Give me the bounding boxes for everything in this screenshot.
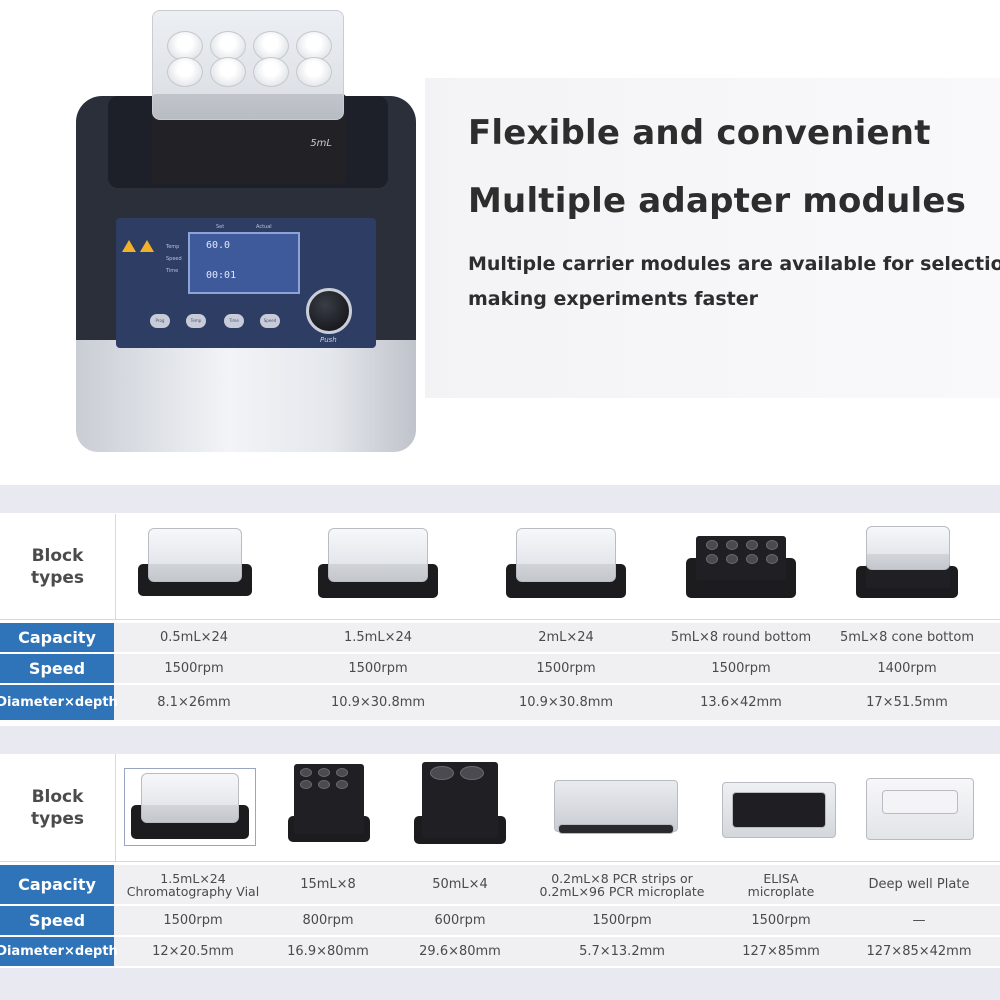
hero-subtitle-line1: Multiple carrier modules are available f… (468, 253, 1000, 275)
dimension-row: Diameter×depth 8.1×26mm 10.9×30.8mm 10.9… (0, 684, 1000, 720)
dimension-label: Diameter×depth (0, 937, 118, 966)
capacity-cell: 5mL×8 cone bottom (840, 629, 974, 645)
block-image-elisa-plate (718, 754, 840, 861)
speed-cell: 1500rpm (536, 660, 596, 676)
capacity-cell: 0.2mL×8 PCR strips or 0.2mL×96 PCR micro… (539, 870, 705, 899)
knob-push-label: Push (320, 336, 337, 344)
hero-title-line1: Flexible and convenient (468, 113, 931, 153)
block-image-5ml-8-round (670, 514, 820, 619)
screen-actual-label: Actual (256, 224, 272, 230)
screen-time-label: Time (166, 268, 179, 274)
knob-icon (306, 288, 352, 334)
capacity-cell: 0.5mL×24 (159, 629, 228, 645)
capacity-cell: 1.5mL×24 (343, 629, 412, 645)
screen-time-value: 00:01 (206, 270, 237, 281)
speed-cell: 1500rpm (592, 912, 652, 928)
block-image-pcr-plate (548, 754, 684, 861)
dimension-label: Diameter×depth (0, 685, 118, 720)
speed-cell: 1500rpm (711, 660, 771, 676)
dimension-cell: 12×20.5mm (152, 943, 234, 959)
capacity-label: Capacity (0, 623, 114, 652)
hero-section: Flexible and convenient Multiple adapter… (0, 0, 1000, 480)
device-screen: 60.0 00:01 (188, 232, 300, 294)
block-types-row: Block types (0, 754, 1000, 862)
device-control-panel: Temp Speed Time Set Actual 60.0 00:01 Pr… (116, 218, 376, 348)
capacity-cell: 50mL×4 (432, 876, 488, 892)
dimension-cell: 10.9×30.8mm (518, 694, 614, 710)
capacity-label: Capacity (0, 865, 114, 904)
block-image-2ml-24 (488, 514, 644, 619)
block-image-1-5ml-24 (300, 514, 456, 619)
speed-label: Speed (0, 654, 114, 683)
block-types-label: Block types (0, 514, 116, 619)
speed-cell: — (912, 912, 926, 928)
block-image-deep-well-plate (862, 754, 978, 861)
dimension-cell: 127×85mm (742, 943, 820, 959)
block-image-0-5ml-24 (116, 514, 272, 619)
speed-cell: 1500rpm (348, 660, 408, 676)
block-image-15ml-8 (284, 754, 374, 861)
capacity-cell: 5mL×8 round bottom (670, 629, 812, 645)
dimension-cell: 8.1×26mm (157, 694, 231, 710)
block-types-row: Block types (0, 514, 1000, 620)
screen-set-label: Set (216, 224, 225, 230)
block-image-chromatography-vial (124, 768, 256, 846)
screen-speed-label: Speed (166, 256, 182, 262)
dimension-cell: 10.9×30.8mm (330, 694, 426, 710)
capacity-cell: 1.5mL×24 Chromatography Vial (126, 870, 260, 899)
dimension-cell: 5.7×13.2mm (579, 943, 665, 959)
device-button-temp: Temp (186, 314, 206, 328)
tube-icon (167, 57, 203, 87)
capacity-cell: Deep well Plate (868, 876, 970, 892)
screen-temp-value: 60.0 (206, 240, 231, 251)
tube-icon (253, 57, 289, 87)
tube-icon (296, 31, 332, 61)
screen-temp-label: Temp (166, 244, 180, 250)
section-divider-band (0, 485, 1000, 513)
device-base (76, 340, 416, 452)
capacity-cell: 2mL×24 (538, 629, 594, 645)
speed-cell: 600rpm (434, 912, 486, 928)
speed-cell: 1500rpm (751, 912, 811, 928)
thermo-shaker-device-image: 5mL Temp Speed Time Set Actual 60.0 00:0… (72, 10, 422, 460)
speed-row: Speed 1500rpm 800rpm 600rpm 1500rpm 1500… (0, 905, 1000, 935)
device-block-label: 5mL (310, 138, 332, 149)
device-button-time: Time (224, 314, 244, 328)
dimension-cell: 127×85×42mm (866, 943, 972, 959)
speed-cell: 800rpm (302, 912, 354, 928)
hero-text-panel (425, 78, 1000, 398)
speed-label: Speed (0, 906, 114, 935)
warning-icon (122, 240, 136, 252)
warning-icon (140, 240, 154, 252)
speed-cell: 1400rpm (877, 660, 937, 676)
capacity-cell: 15mL×8 (300, 876, 356, 892)
section-divider-band (0, 726, 1000, 754)
device-lid (152, 10, 344, 120)
speed-row: Speed 1500rpm 1500rpm 1500rpm 1500rpm 14… (0, 653, 1000, 683)
dimension-cell: 29.6×80mm (419, 943, 501, 959)
hero-title-line2: Multiple adapter modules (468, 181, 967, 221)
capacity-cell: ELISA microplate (747, 870, 815, 899)
block-image-5ml-8-cone (840, 514, 990, 619)
device-button-prog: Prog (150, 314, 170, 328)
speed-cell: 1500rpm (164, 660, 224, 676)
block-image-50ml-4 (410, 754, 510, 861)
tube-icon (296, 57, 332, 87)
hero-subtitle-line2: making experiments faster (468, 288, 758, 310)
tube-icon (210, 57, 246, 87)
dimension-cell: 16.9×80mm (287, 943, 369, 959)
dimension-cell: 13.6×42mm (700, 694, 782, 710)
speed-cell: 1500rpm (163, 912, 223, 928)
dimension-cell: 17×51.5mm (866, 694, 948, 710)
capacity-row: Capacity 0.5mL×24 1.5mL×24 2mL×24 5mL×8 … (0, 622, 1000, 652)
block-types-label: Block types (0, 754, 116, 861)
dimension-row: Diameter×depth 12×20.5mm 16.9×80mm 29.6×… (0, 936, 1000, 966)
bottom-band (0, 968, 1000, 1000)
device-button-speed: Speed (260, 314, 280, 328)
capacity-row: Capacity 1.5mL×24 Chromatography Vial 15… (0, 864, 1000, 904)
